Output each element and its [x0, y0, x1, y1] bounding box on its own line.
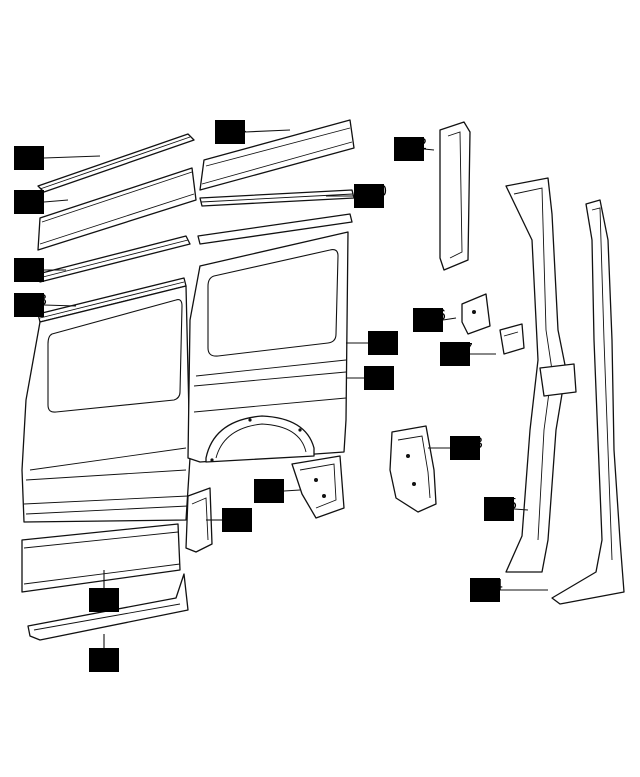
callout-3: 3	[14, 257, 66, 282]
callout-9-label: 9	[383, 330, 392, 347]
part-12-pillar-trim	[439, 121, 471, 271]
callout-1: 1	[14, 145, 101, 170]
part-4-lower-panel	[21, 523, 181, 593]
callout-7-label: 7	[269, 478, 278, 495]
part-13-reinforcement	[389, 425, 437, 513]
callout-13-label: 13	[465, 435, 483, 452]
callout-8: 8	[346, 365, 394, 390]
callout-2: 2	[14, 189, 69, 214]
callout-18-label: 18	[29, 292, 47, 309]
callout-12-label: 12	[409, 136, 427, 153]
callout-8-label: 8	[379, 365, 388, 382]
callout-14-label: 14	[485, 577, 503, 594]
part-14-outer-pillar	[551, 199, 625, 605]
callout-15: 15	[484, 496, 529, 521]
callout-4: 4	[89, 570, 119, 612]
callout-13: 13	[428, 435, 483, 460]
callout-10: 10	[326, 183, 387, 208]
callout-16: 16	[413, 307, 457, 332]
part-7-bracket	[291, 455, 345, 519]
part-10-rear-molding	[199, 189, 355, 207]
callout-16-label: 16	[428, 307, 446, 324]
part-17-bracket	[499, 323, 525, 355]
callout-9: 9	[346, 330, 398, 355]
callout-12: 12	[394, 136, 435, 161]
part-15-inner-pillar	[505, 177, 577, 573]
callout-18: 18	[14, 292, 77, 317]
callout-2-label: 2	[29, 189, 38, 206]
callout-11: 11	[215, 119, 291, 144]
part-16-bracket	[461, 293, 491, 335]
callout-15-label: 15	[499, 496, 517, 513]
part-5-rocker-sill	[27, 573, 189, 641]
callout-4-label: 4	[104, 587, 113, 604]
callout-6-label: 6	[237, 507, 246, 524]
callout-14: 14	[470, 577, 548, 602]
part-6-pillar-foot	[185, 487, 213, 553]
part-11-rear-upper-panel	[199, 119, 355, 191]
callout-5-label: 5	[104, 647, 113, 664]
callout-10-label: 10	[369, 183, 387, 200]
front-side-panel	[21, 285, 191, 523]
callout-11-label: 11	[230, 119, 247, 136]
callout-6: 6	[206, 507, 252, 532]
callout-17-label: 17	[455, 341, 473, 358]
rear-side-panel	[187, 231, 349, 463]
callout-3-label: 3	[29, 257, 38, 274]
part-2-upper-panel	[37, 167, 197, 251]
callout-17: 17	[440, 341, 496, 366]
callout-5: 5	[89, 634, 119, 672]
callout-7: 7	[254, 478, 301, 503]
rear-rail-strip	[197, 213, 353, 245]
callout-1-label: 1	[29, 145, 38, 162]
